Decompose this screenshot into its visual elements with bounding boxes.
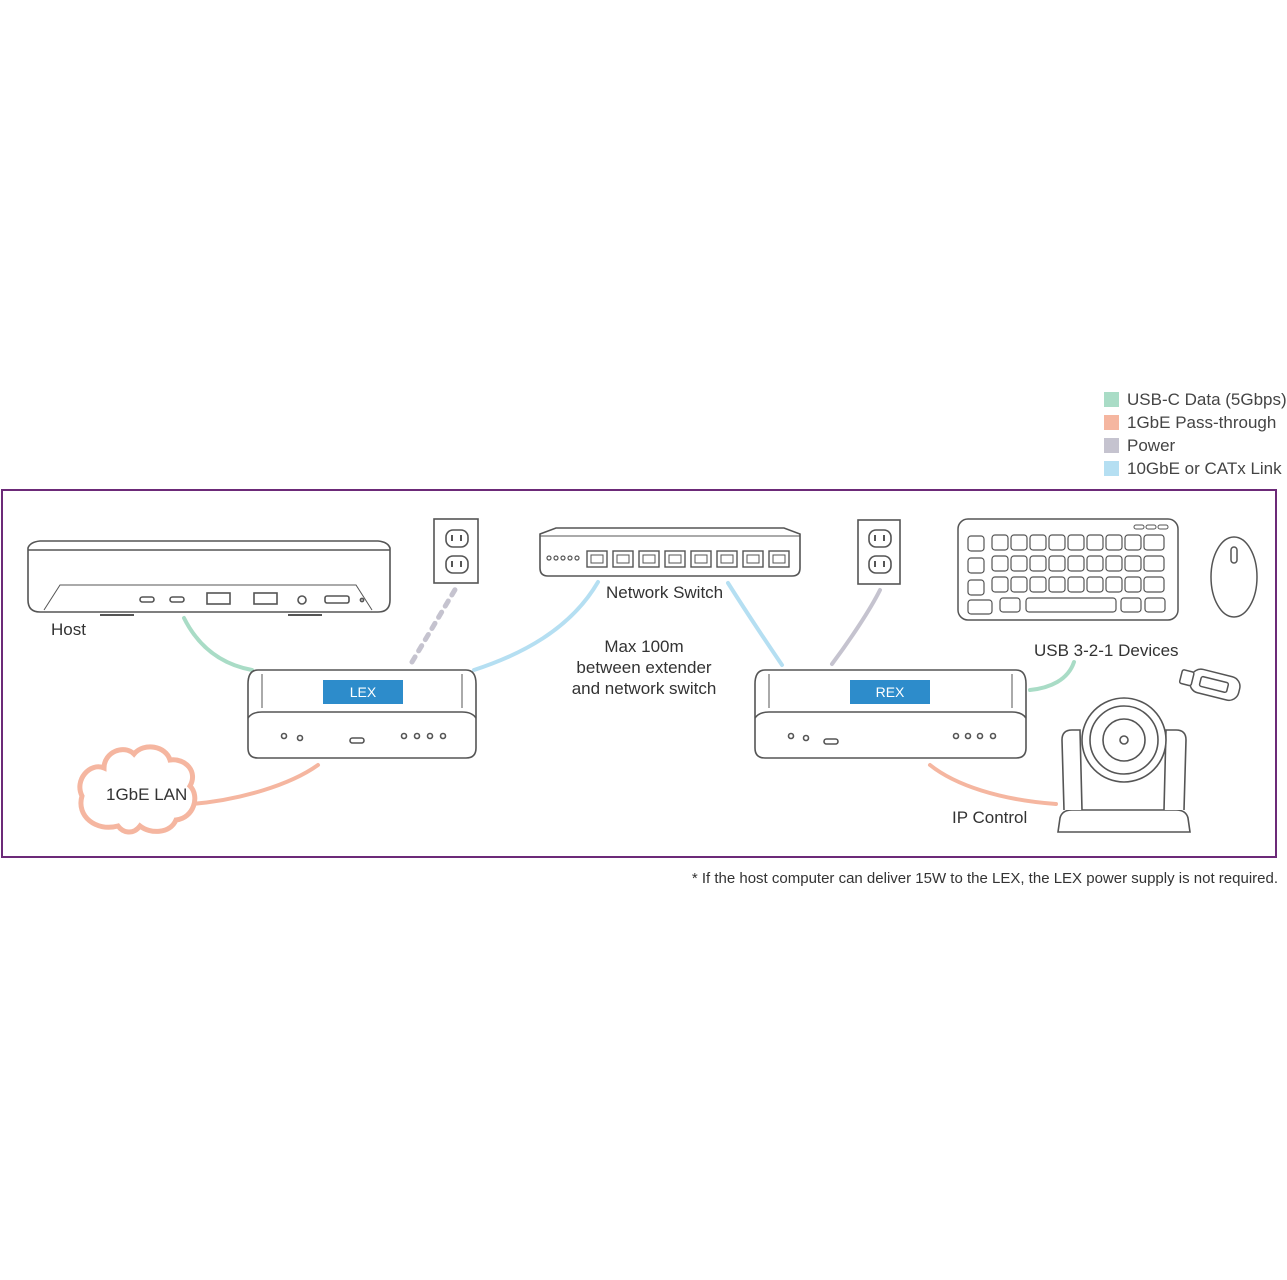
ip-control-cable — [928, 763, 1058, 806]
link-cable-switch-rex — [726, 581, 784, 667]
footnote: * If the host computer can deliver 15W t… — [691, 870, 1278, 887]
network-switch-icon — [539, 527, 801, 577]
power-cable-lex — [409, 585, 459, 665]
lan-cable — [190, 763, 320, 806]
ptz-camera-icon — [1057, 697, 1191, 833]
power-outlet-icon — [857, 519, 901, 585]
lan-label: 1GbE LAN — [106, 785, 188, 804]
legend-swatch-lan — [1104, 415, 1119, 430]
usb-stick-icon — [1178, 668, 1241, 702]
legend-item: USB-C Data (5Gbps) — [1104, 388, 1287, 411]
distance-note-line: and network switch — [571, 679, 717, 698]
rex-label: REX — [850, 680, 930, 704]
diagram-frame — [1, 489, 1277, 858]
usb-cable-host-lex — [182, 616, 254, 672]
ip-control-label: IP Control — [952, 808, 1028, 827]
cloud-icon — [77, 744, 198, 835]
power-outlet-icon — [433, 518, 479, 584]
keyboard-icon — [957, 518, 1179, 621]
mouse-icon — [1210, 536, 1258, 618]
legend-item: 10GbE or CATx Link — [1104, 457, 1282, 480]
legend-swatch-usb — [1104, 392, 1119, 407]
legend-label: 1GbE Pass-through — [1127, 412, 1277, 432]
rex-extender-icon — [754, 669, 1027, 759]
legend-label: Power — [1127, 435, 1176, 455]
legend-label: 10GbE or CATx Link — [1127, 458, 1282, 478]
lex-extender-icon — [247, 669, 477, 759]
distance-note: Max 100m between extender and network sw… — [560, 636, 728, 699]
legend-swatch-power — [1104, 438, 1119, 453]
host-label: Host — [51, 620, 86, 639]
legend: USB-C Data (5Gbps) 1GbE Pass-through Pow… — [1104, 388, 1287, 480]
legend-label: USB-C Data (5Gbps) — [1127, 389, 1287, 409]
usb-devices-label: USB 3-2-1 Devices — [1034, 641, 1179, 660]
legend-item: Power — [1104, 434, 1276, 457]
link-cable-lex-switch — [472, 580, 600, 672]
lex-label: LEX — [323, 680, 403, 704]
legend-swatch-link — [1104, 461, 1119, 476]
usb-cable-rex-devices — [1028, 660, 1076, 692]
network-switch-label: Network Switch — [606, 583, 724, 602]
distance-note-line: Max 100m — [604, 637, 684, 656]
power-cable-rex — [830, 588, 882, 666]
host-computer-icon — [27, 540, 391, 616]
legend-item: 1GbE Pass-through — [1104, 411, 1276, 434]
distance-note-line: between extender — [576, 658, 712, 677]
